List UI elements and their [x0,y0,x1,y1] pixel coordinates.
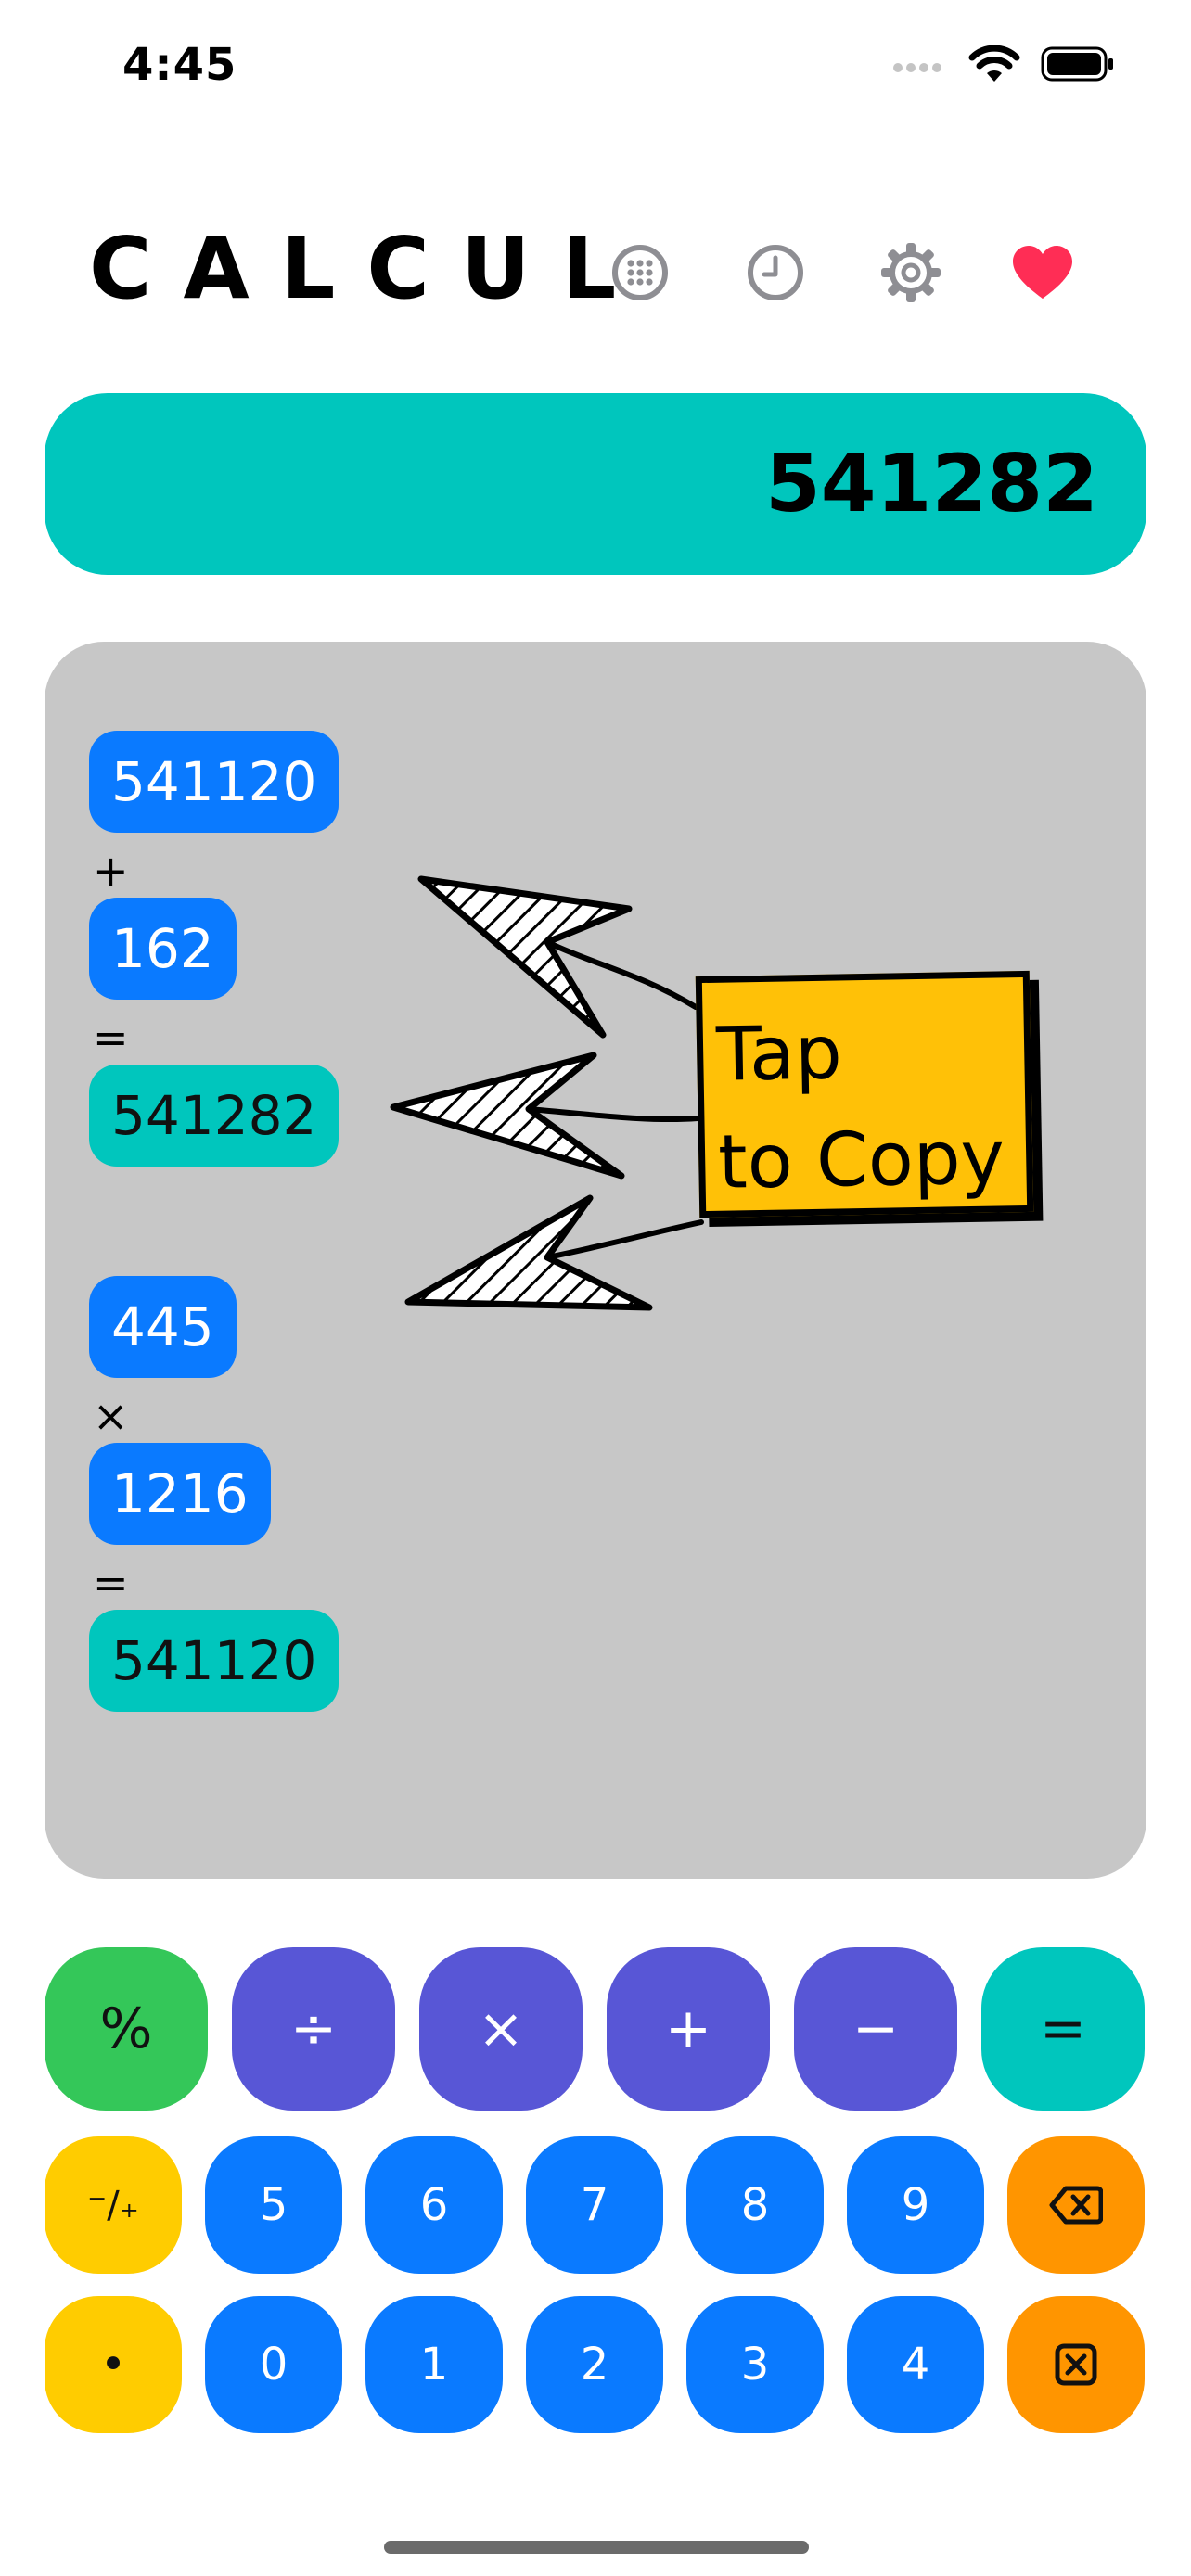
multiply-key[interactable]: × [419,1947,583,2111]
cellular-icon [893,63,941,72]
settings-icon[interactable] [874,236,948,310]
history-equals: = [93,1013,129,1063]
decimal-key[interactable]: • [45,2296,182,2433]
backspace-icon [1049,2186,1103,2225]
history-operand-chip[interactable]: 445 [89,1276,237,1378]
clear-icon [1055,2343,1097,2386]
digit-2-key[interactable]: 2 [526,2296,663,2433]
heart-icon[interactable] [1005,236,1080,310]
battery-icon [1041,46,1113,82]
history-panel[interactable]: 541120 + 162 = 541282 445 × 1216 = 54112… [45,642,1146,1879]
digit-5-key[interactable]: 5 [205,2136,342,2274]
history-equals: = [93,1558,129,1608]
history-operator: + [93,846,129,896]
history-icon[interactable] [738,236,813,310]
app-title: CALCUL [89,219,648,318]
clear-key[interactable] [1007,2296,1145,2433]
result-display[interactable]: 541282 [45,393,1146,575]
note-line: Tap [715,1009,843,1098]
status-time: 4:45 [122,39,237,91]
wifi-icon [968,45,1020,82]
result-value: 541282 [764,438,1098,530]
digit-8-key[interactable]: 8 [686,2136,824,2274]
subtract-key[interactable]: − [794,1947,957,2111]
backspace-key[interactable] [1007,2136,1145,2274]
digit-3-key[interactable]: 3 [686,2296,824,2433]
digit-6-key[interactable]: 6 [365,2136,503,2274]
add-key[interactable]: + [607,1947,770,2111]
percent-key[interactable]: % [45,1947,208,2111]
history-result-chip[interactable]: 541120 [89,1610,339,1712]
digit-0-key[interactable]: 0 [205,2296,342,2433]
digit-1-key[interactable]: 1 [365,2296,503,2433]
digit-9-key[interactable]: 9 [847,2136,984,2274]
history-operand-chip[interactable]: 541120 [89,731,339,833]
digit-7-key[interactable]: 7 [526,2136,663,2274]
tap-to-copy-note: Tap to Copy [695,970,1034,1218]
home-indicator[interactable] [384,2541,809,2554]
tap-to-copy-arrows [390,875,704,1311]
history-result-chip[interactable]: 541282 [89,1065,339,1167]
history-operator: × [93,1391,129,1441]
keypad-icon[interactable] [603,236,677,310]
note-line: to Copy [717,1114,1005,1205]
equals-key[interactable]: = [981,1947,1145,2111]
history-operand-chip[interactable]: 162 [89,898,237,1000]
plus-minus-key[interactable]: ⁻∕₊ [45,2136,182,2274]
divide-key[interactable]: ÷ [232,1947,395,2111]
digit-4-key[interactable]: 4 [847,2296,984,2433]
status-icons [892,45,1115,83]
history-operand-chip[interactable]: 1216 [89,1443,271,1545]
